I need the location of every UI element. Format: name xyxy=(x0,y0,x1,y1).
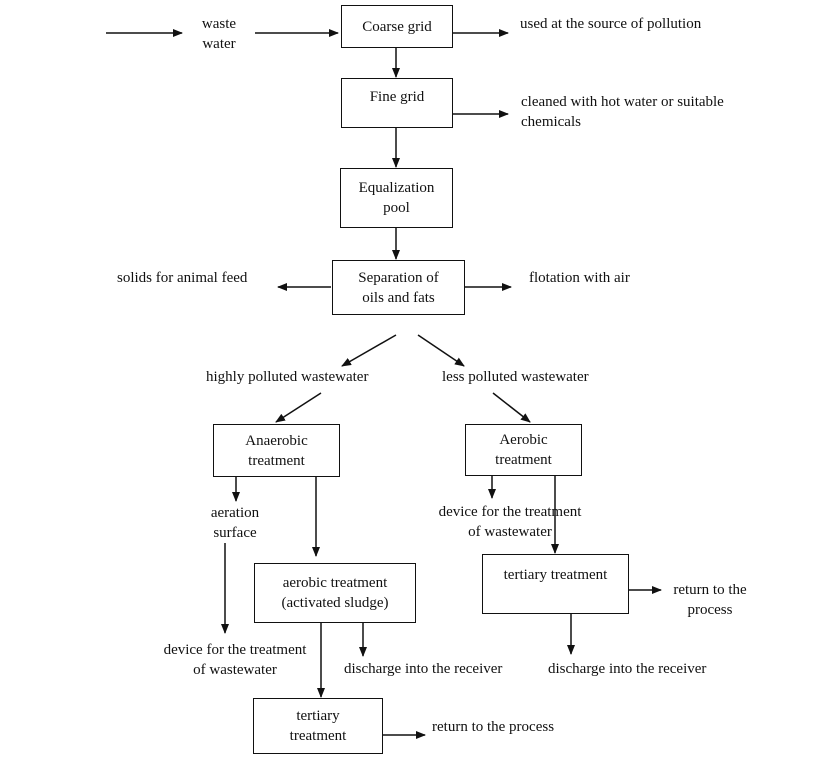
cleaned-with-label: cleaned with hot water or suitable chemi… xyxy=(521,92,724,132)
aerobic-treatment-box: Aerobic treatment xyxy=(465,424,582,476)
arrow-less-to-aerobic xyxy=(492,392,531,423)
device-right-line-2: of wastewater xyxy=(468,524,552,540)
equalization-pool-box: Equalization pool xyxy=(340,168,453,228)
cleaned-line-1: cleaned with hot water or suitable xyxy=(521,94,724,110)
anaerobic-line-1: Anaerobic xyxy=(245,432,308,449)
arrow-to-less-polluted xyxy=(417,334,465,367)
tertiary-bottom-line-1: tertiary xyxy=(296,708,340,724)
aeration-line-2: surface xyxy=(213,525,257,541)
tertiary-bottom-line-2: treatment xyxy=(289,728,347,744)
separation-line-2: oils and fats xyxy=(362,289,435,306)
tertiary-treatment-bottom-box: tertiary treatment xyxy=(253,698,383,754)
return-right-line-2: process xyxy=(687,602,733,618)
device-left-line-2: of wastewater xyxy=(193,662,277,678)
aeration-surface-label: aeration surface xyxy=(190,503,280,543)
device-left-line-1: device for the treatment xyxy=(163,642,307,658)
anaerobic-treatment-box: Anaerobic treatment xyxy=(213,424,340,477)
fine-grid-label: Fine grid xyxy=(369,89,425,105)
device-treatment-left-label: device for the treatment of wastewater xyxy=(140,640,330,680)
aerobic-line-2: treatment xyxy=(495,452,552,468)
return-to-process-right-label: return to the process xyxy=(662,580,758,620)
device-right-line-1: device for the treatment xyxy=(438,504,582,520)
return-right-line-1: return to the xyxy=(673,582,747,598)
separation-oils-fats-box: Separation of oils and fats xyxy=(332,260,465,315)
solids-animal-feed-label: solids for animal feed xyxy=(117,268,247,288)
discharge-receiver-mid-label: discharge into the receiver xyxy=(344,659,502,679)
return-bottom-text: return to the process xyxy=(432,719,555,735)
discharge-mid-text: discharge into the receiver xyxy=(344,661,503,677)
aerobic-line-1: Aerobic xyxy=(499,432,548,448)
fine-grid-box: Fine grid xyxy=(341,78,453,128)
flotation-text: flotation with air xyxy=(529,270,630,286)
activated-line-2: (activated sludge) xyxy=(281,595,389,611)
coarse-grid-label: Coarse grid xyxy=(362,18,432,35)
aerobic-activated-sludge-box: aerobic treatment (activated sludge) xyxy=(254,563,416,623)
coarse-grid-box: Coarse grid xyxy=(341,5,453,48)
waste-water-line-1: waste xyxy=(201,16,237,32)
separation-line-1: Separation of xyxy=(358,269,439,286)
highly-polluted-label: highly polluted wastewater xyxy=(206,367,368,387)
device-treatment-right-label: device for the treatment of wastewater xyxy=(412,502,608,542)
less-polluted-label: less polluted wastewater xyxy=(442,367,589,387)
aeration-line-1: aeration xyxy=(210,505,260,521)
tertiary-right-label: tertiary treatment xyxy=(503,567,608,583)
highly-polluted-text: highly polluted wastewater xyxy=(206,369,369,385)
arrow-to-highly-polluted xyxy=(341,334,397,367)
discharge-right-text: discharge into the receiver xyxy=(548,661,707,677)
used-at-source-text: used at the source of pollution xyxy=(520,16,702,32)
discharge-receiver-right-label: discharge into the receiver xyxy=(548,659,706,679)
waste-water-label: waste water xyxy=(184,14,254,54)
return-to-process-bottom-label: return to the process xyxy=(432,717,554,737)
less-polluted-text: less polluted wastewater xyxy=(442,369,589,385)
used-at-source-label: used at the source of pollution xyxy=(520,14,701,34)
cleaned-line-2: chemicals xyxy=(521,114,581,130)
equalization-line-1: Equalization xyxy=(358,180,435,196)
activated-line-1: aerobic treatment xyxy=(282,575,388,591)
solids-text: solids for animal feed xyxy=(117,270,248,286)
anaerobic-line-2: treatment xyxy=(248,452,305,469)
tertiary-treatment-right-box: tertiary treatment xyxy=(482,554,629,614)
waste-water-line-2: water xyxy=(202,36,236,52)
flotation-with-air-label: flotation with air xyxy=(529,268,630,288)
equalization-line-2: pool xyxy=(383,200,410,216)
arrow-highly-to-anaerobic xyxy=(275,392,322,423)
